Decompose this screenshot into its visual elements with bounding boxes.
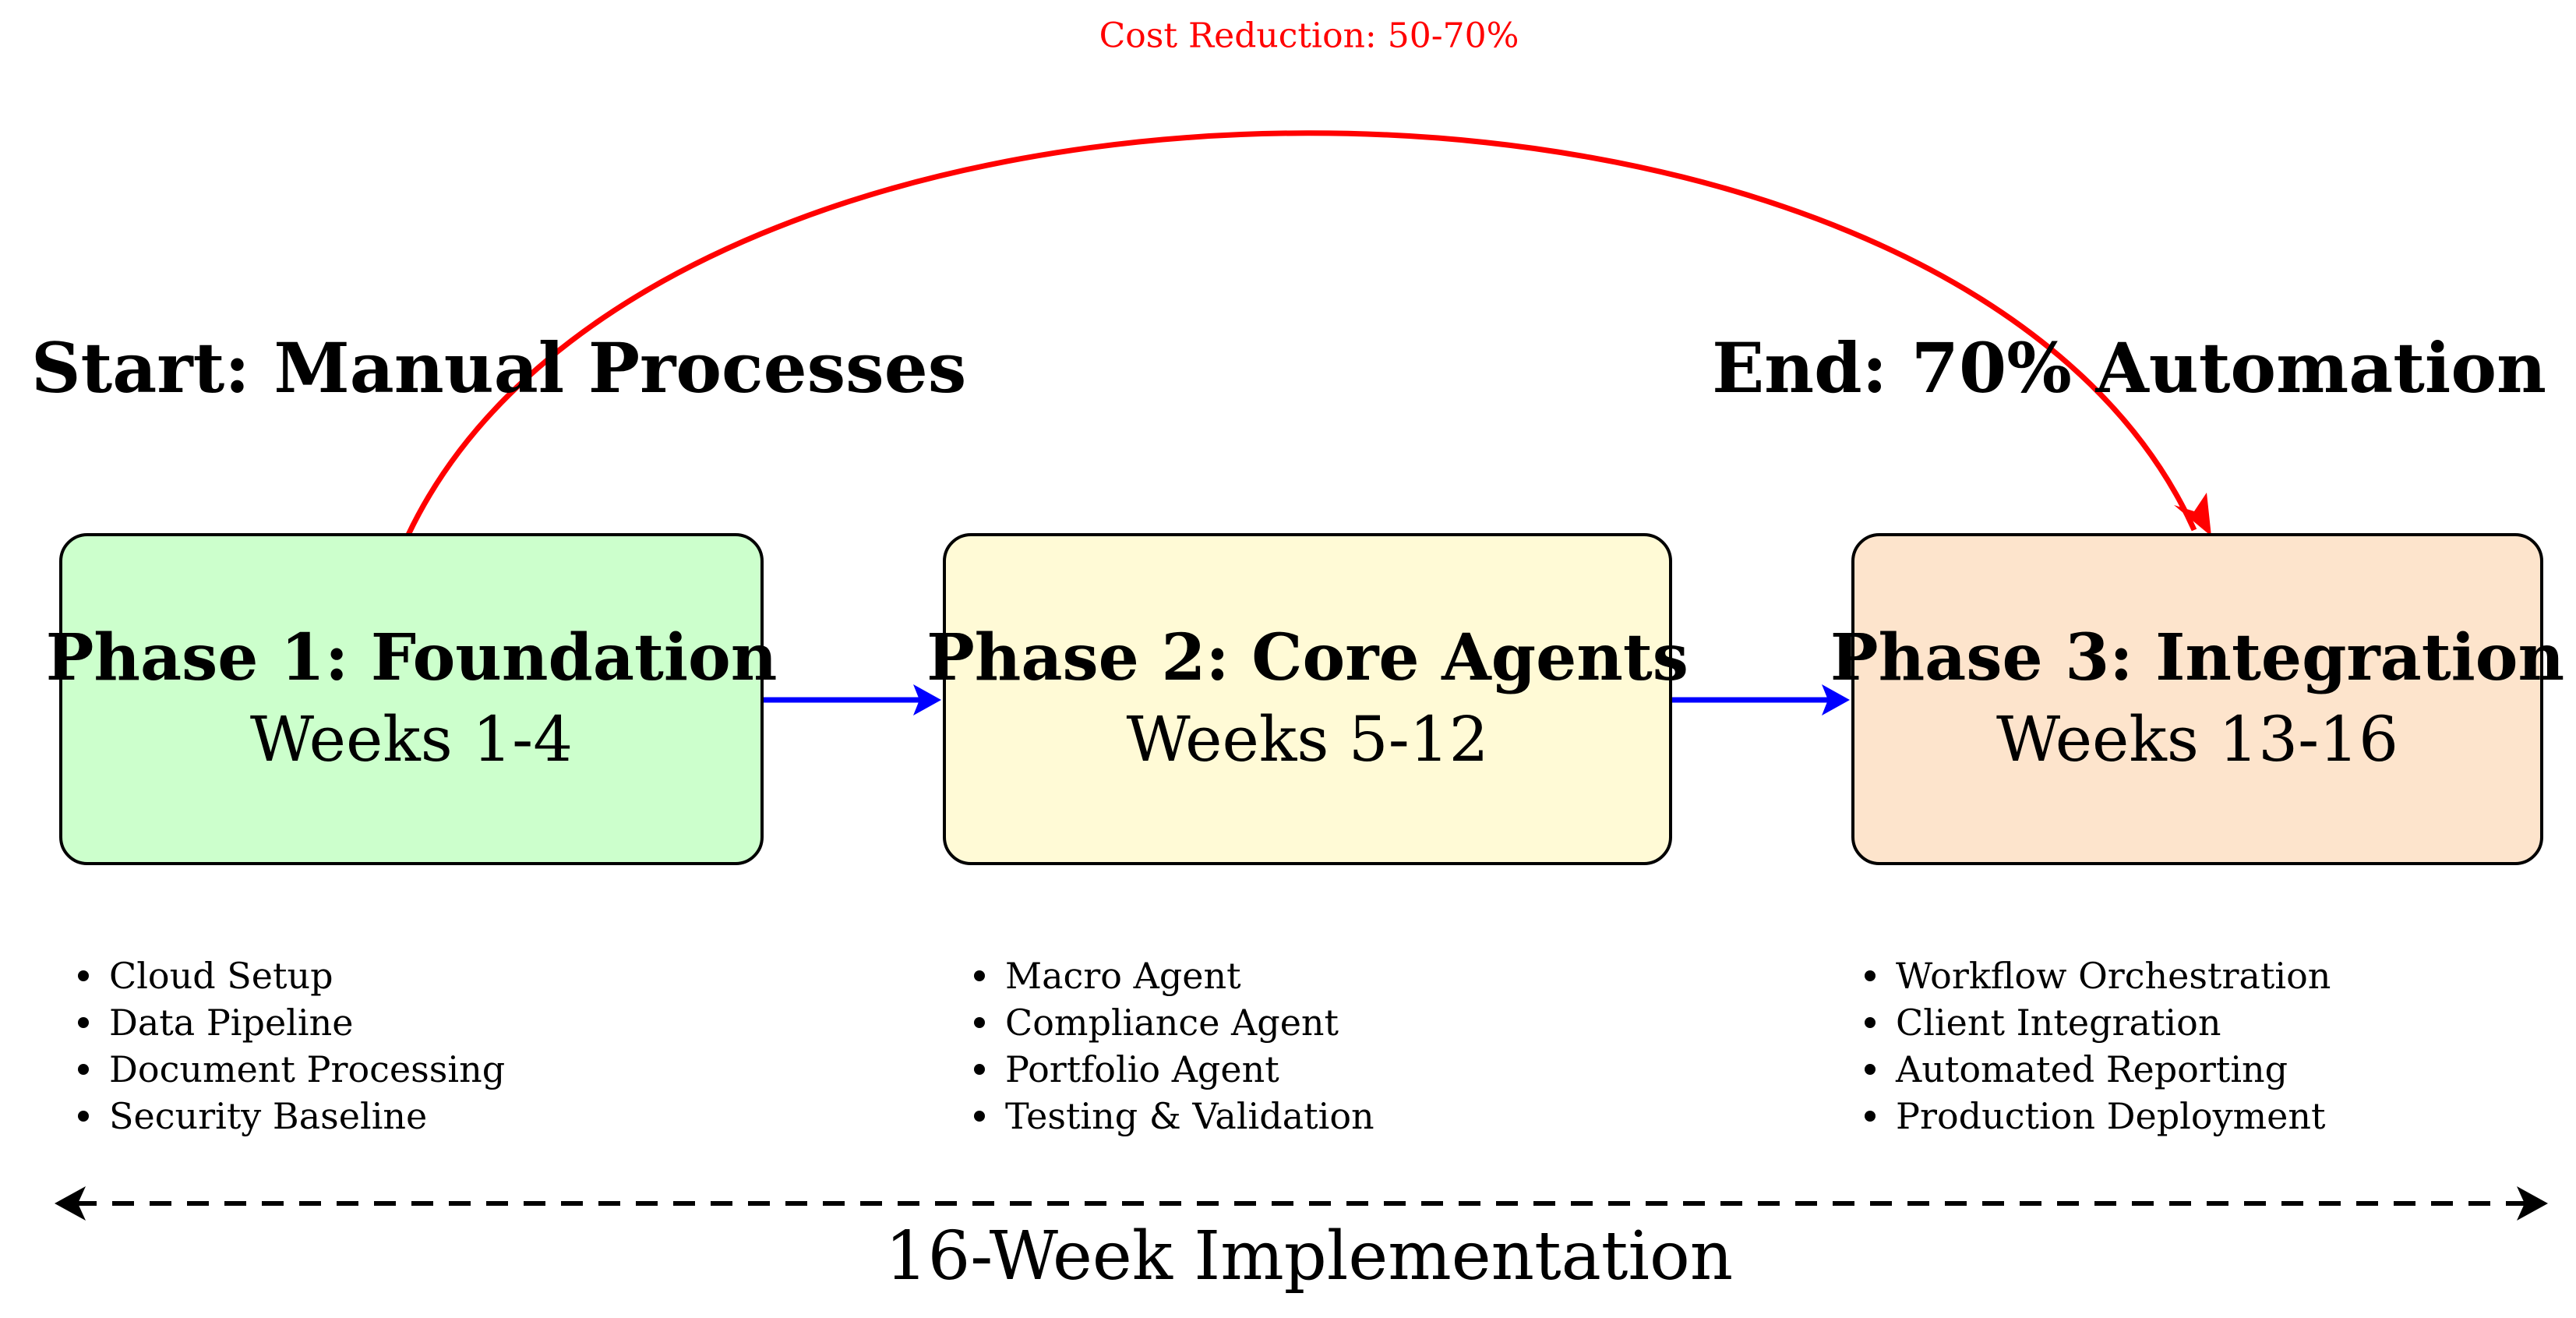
task-label: Workflow Orchestration [1896, 955, 2331, 997]
phase-1-title: Phase 1: Foundation [45, 620, 778, 695]
phase-3-box: Phase 3: Integration Weeks 13-16 [1830, 533, 2564, 865]
phase-1-box: Phase 1: Foundation Weeks 1-4 [46, 533, 777, 865]
task-label: Automated Reporting [1896, 1048, 2288, 1090]
task-label: Macro Agent [1005, 955, 1241, 997]
bullet-icon [1865, 1017, 1876, 1028]
phase-3-title: Phase 3: Integration [1830, 620, 2565, 695]
task-label: Production Deployment [1896, 1095, 2326, 1137]
phase-1-task-item: Security Baseline [78, 1093, 505, 1140]
bullet-icon [78, 1064, 89, 1075]
phase-2-task-item: Portfolio Agent [974, 1046, 1374, 1093]
cost-reduction-arc [405, 130, 2197, 536]
phase-1-weeks: Weeks 1-4 [249, 703, 573, 776]
bullet-icon [1865, 970, 1876, 981]
phase-3-weeks: Weeks 13-16 [1996, 703, 2398, 776]
phase-2-task-item: Testing & Validation [974, 1093, 1374, 1140]
phase-3-task-item: Client Integration [1865, 999, 2331, 1046]
phase2-to-phase3-arrowhead [1822, 684, 1850, 716]
task-label: Compliance Agent [1005, 1002, 1339, 1044]
bullet-icon [1865, 1111, 1876, 1122]
bullet-icon [1865, 1064, 1876, 1075]
phase-3-task-item: Workflow Orchestration [1865, 952, 2331, 999]
phase-2-task-item: Macro Agent [974, 952, 1374, 999]
bullet-icon [78, 970, 89, 981]
phase-3-task-list: Workflow Orchestration Client Integratio… [1865, 952, 2331, 1140]
bullet-icon [78, 1017, 89, 1028]
cost-reduction-arrowhead [2174, 493, 2211, 536]
start-label: Start: Manual Processes [31, 327, 967, 408]
task-label: Data Pipeline [109, 1002, 354, 1044]
phase1-to-phase2-arrowhead [913, 684, 941, 716]
timeline-left-arrowhead [55, 1186, 86, 1221]
task-label: Portfolio Agent [1005, 1048, 1279, 1090]
phase-3-task-item: Automated Reporting [1865, 1046, 2331, 1093]
bullet-icon [974, 970, 985, 981]
timeline-right-arrowhead [2517, 1186, 2548, 1221]
phase-2-title: Phase 2: Core Agents [926, 620, 1689, 695]
phase-1-task-item: Document Processing [78, 1046, 505, 1093]
timeline-label: 16-Week Implementation [884, 1217, 1734, 1295]
phase-1-task-item: Cloud Setup [78, 952, 505, 999]
task-label: Client Integration [1896, 1002, 2221, 1044]
task-label: Security Baseline [109, 1095, 428, 1137]
phase-1-task-list: Cloud Setup Data Pipeline Document Proce… [78, 952, 505, 1140]
phase-3-task-item: Production Deployment [1865, 1093, 2331, 1140]
bullet-icon [974, 1111, 985, 1122]
phase-2-weeks: Weeks 5-12 [1126, 703, 1489, 776]
end-label: End: 70% Automation [1712, 327, 2546, 408]
phase-1-task-item: Data Pipeline [78, 999, 505, 1046]
task-label: Document Processing [109, 1048, 506, 1090]
bullet-icon [78, 1111, 89, 1122]
task-label: Testing & Validation [1005, 1095, 1374, 1137]
phase-2-box: Phase 2: Core Agents Weeks 5-12 [926, 533, 1689, 865]
bullet-icon [974, 1017, 985, 1028]
phase-2-task-list: Macro Agent Compliance Agent Portfolio A… [974, 952, 1374, 1140]
task-label: Cloud Setup [109, 955, 333, 997]
cost-reduction-label: Cost Reduction: 50-70% [1099, 16, 1519, 56]
phase-2-task-item: Compliance Agent [974, 999, 1374, 1046]
bullet-icon [974, 1064, 985, 1075]
